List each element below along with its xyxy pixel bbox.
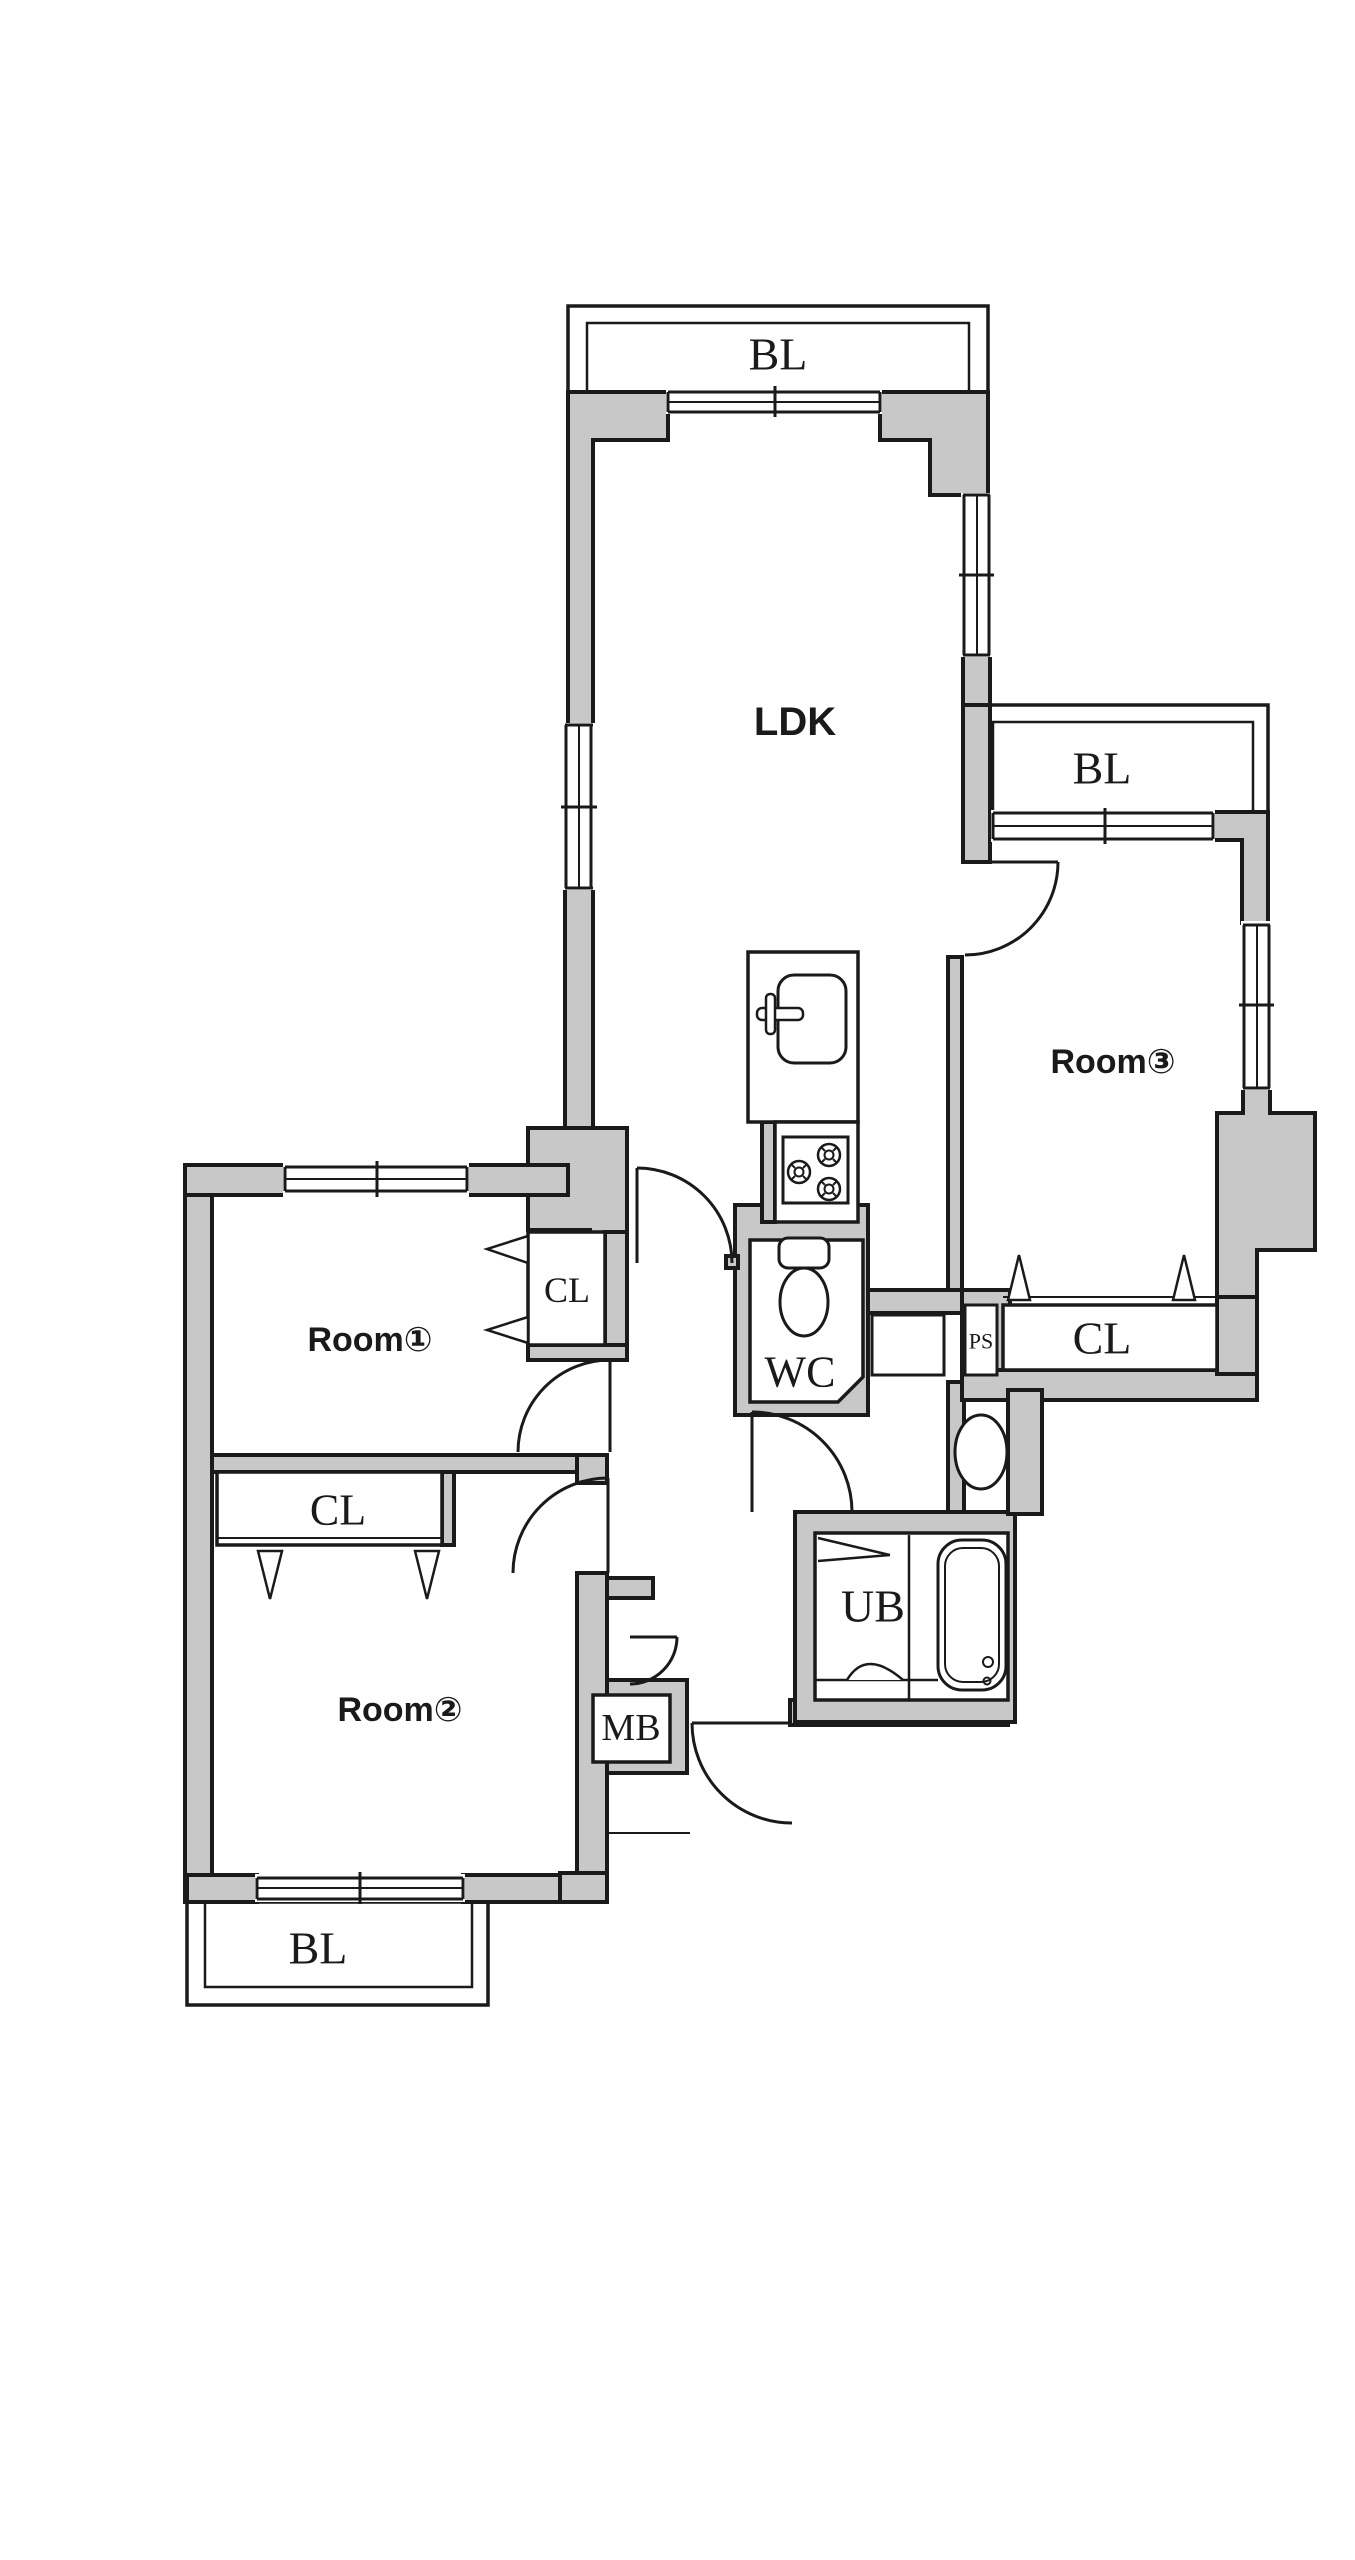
window-ldk-left bbox=[561, 723, 597, 890]
washbasin bbox=[953, 1413, 1009, 1491]
bathtub bbox=[936, 1538, 1008, 1692]
entrance-area bbox=[607, 1598, 790, 1723]
window-room1-top bbox=[283, 1161, 469, 1197]
washer-space-box bbox=[870, 1313, 946, 1377]
label-closet-room3: CL bbox=[1073, 1313, 1132, 1364]
fixtures bbox=[777, 1236, 1009, 1700]
wall-segment bbox=[210, 1453, 579, 1474]
wall-segment bbox=[1006, 1388, 1044, 1516]
stove-burner bbox=[816, 1142, 842, 1168]
wall-segment bbox=[183, 1163, 287, 1197]
toilet-bowl bbox=[778, 1266, 830, 1338]
door-entrance bbox=[690, 1721, 793, 1825]
wall-segment bbox=[961, 703, 992, 864]
wall-segment bbox=[563, 886, 595, 1130]
windows bbox=[255, 386, 1274, 1904]
window-room3-top bbox=[991, 808, 1215, 844]
stove-burner bbox=[786, 1159, 812, 1185]
label-closet-room1: CL bbox=[544, 1270, 590, 1310]
wall-segment bbox=[1215, 1295, 1259, 1376]
wall-segment bbox=[465, 1163, 570, 1197]
pipe-space-box bbox=[963, 1303, 999, 1377]
interior-boxes bbox=[215, 1230, 1219, 1764]
wall-segment bbox=[558, 1871, 609, 1904]
label-room3: Room③ bbox=[1050, 1043, 1175, 1081]
wall-segment bbox=[605, 1576, 655, 1600]
closet-arrow bbox=[1171, 1254, 1197, 1302]
door-room3 bbox=[964, 860, 1060, 957]
ldk-area bbox=[593, 440, 963, 1140]
wall-segment bbox=[185, 1873, 259, 1904]
doors bbox=[511, 860, 1060, 1834]
label-unit-bath: UB bbox=[841, 1581, 905, 1632]
label-balcony-top: BL bbox=[749, 329, 808, 380]
bath-step bbox=[845, 1662, 904, 1681]
bath-folding-door bbox=[817, 1536, 891, 1563]
label-wc: WC bbox=[765, 1348, 836, 1397]
stove-burner bbox=[816, 1176, 842, 1202]
bathtub-inner bbox=[944, 1547, 1000, 1683]
closet-arrow bbox=[256, 1549, 284, 1600]
label-meter-box: MB bbox=[601, 1707, 660, 1749]
wall-segment bbox=[603, 1230, 629, 1347]
toilet-tank bbox=[777, 1236, 831, 1270]
label-balcony-right: BL bbox=[1073, 743, 1132, 794]
door-meter-box bbox=[629, 1635, 679, 1686]
bathtub-drain bbox=[982, 1656, 994, 1668]
closet-arrow bbox=[1006, 1254, 1032, 1302]
door-ldk-hall bbox=[635, 1166, 734, 1264]
label-room1: Room① bbox=[307, 1321, 432, 1359]
label-ldk: LDK bbox=[754, 700, 836, 744]
bathtub-drain bbox=[982, 1676, 992, 1686]
label-pipe-space: PS bbox=[969, 1329, 993, 1354]
stove-top bbox=[781, 1135, 850, 1205]
closet-room1-box bbox=[526, 1230, 607, 1347]
wall-segment bbox=[1215, 1086, 1317, 1299]
label-closet-room2: CL bbox=[310, 1486, 366, 1535]
wall-segment bbox=[440, 1470, 456, 1547]
kitchen bbox=[746, 950, 860, 1224]
kitchen-faucet-handle bbox=[764, 992, 777, 1036]
closet-arrow bbox=[482, 1315, 530, 1345]
wall-segment bbox=[526, 1343, 629, 1362]
door-wc bbox=[750, 1410, 854, 1513]
wall-segment bbox=[878, 390, 990, 497]
closet-arrow bbox=[413, 1549, 441, 1600]
walls bbox=[183, 390, 1317, 1904]
label-balcony-bottom: BL bbox=[289, 1923, 348, 1974]
wall-segment bbox=[183, 1193, 214, 1904]
closet-arrow bbox=[483, 1234, 530, 1265]
closet-arrows bbox=[256, 1234, 1197, 1600]
meter-box-box bbox=[591, 1693, 672, 1764]
closet-room3-box bbox=[1001, 1303, 1219, 1372]
closet-room2-box bbox=[215, 1470, 444, 1547]
window-ldk-right bbox=[959, 493, 994, 657]
window-room2-bottom bbox=[255, 1872, 465, 1904]
door-room1 bbox=[516, 1358, 612, 1453]
label-room2: Room② bbox=[337, 1691, 462, 1729]
window-ldk-top bbox=[666, 386, 882, 417]
window-room3-right bbox=[1239, 921, 1274, 1090]
room-areas bbox=[212, 440, 1243, 1875]
door-room2 bbox=[511, 1476, 610, 1574]
wall-segment bbox=[961, 653, 992, 709]
